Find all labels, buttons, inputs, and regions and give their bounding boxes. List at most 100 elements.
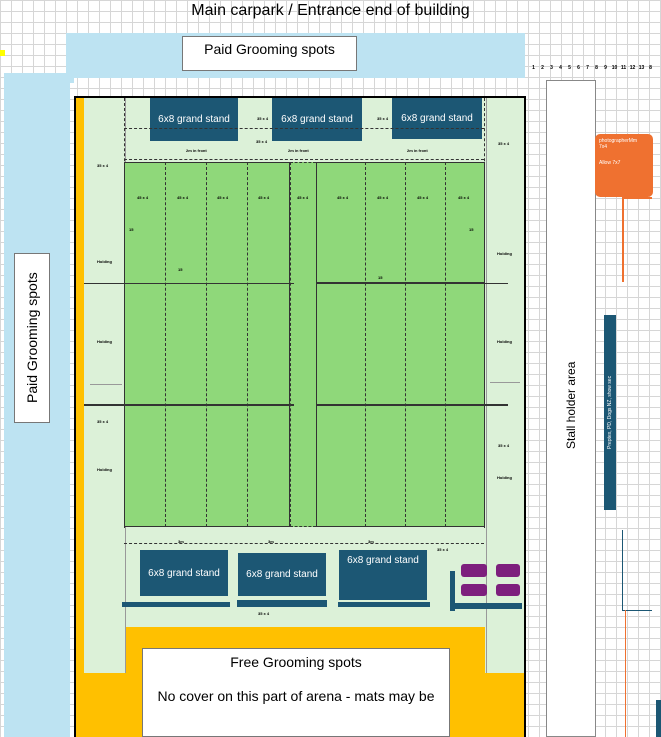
ring-size-label: 45 x 4 (137, 195, 149, 200)
photographer-label: photographerMm 7x4 (599, 138, 638, 150)
gap-label: 35 x 4 (97, 163, 109, 168)
page-title: Main carpark / Entrance end of building (191, 2, 470, 19)
dashed-line (124, 159, 484, 160)
ruler-tick: 3 (550, 65, 553, 71)
ruler-tick: 4 (559, 65, 562, 71)
gap-label: 35 x 4 (437, 547, 449, 552)
ruler-tick: 6 (577, 65, 580, 71)
ruler-tick: 5 (568, 65, 571, 71)
marker-line (622, 197, 652, 199)
ring-divider (247, 162, 248, 527)
stand-bench (338, 602, 430, 607)
ruler-tick: 8 (595, 65, 598, 71)
ruler-tick: 13 (638, 65, 645, 71)
ruler-tick: 7 (586, 65, 589, 71)
marker-line (622, 610, 652, 611)
ruler-tick: 10 (611, 65, 618, 71)
ruler-tick: 11 (620, 65, 627, 71)
grandstand-bottom-3: 6x8 grand stand (339, 550, 427, 600)
dashed-line (124, 543, 484, 544)
vendor-edge-bar (656, 700, 661, 737)
ring-divider (165, 162, 166, 527)
gap-label: 35 x 4 (258, 611, 270, 616)
ring-size-label: 45 x 4 (258, 195, 270, 200)
front-label: 2m in front (288, 148, 309, 153)
gap-label: 35 x 4 (257, 116, 269, 121)
ring-divider (365, 162, 366, 527)
front-label: 2m in front (407, 148, 428, 153)
holding-label: Holding (97, 339, 112, 344)
ruler-tick: 8 (649, 65, 652, 71)
grandstand-bottom-1: 6x8 grand stand (140, 550, 228, 596)
ring-row-line (84, 404, 294, 406)
photographer-area: photographerMm 7x4 Allow 7x7 (595, 134, 653, 197)
ring-size-label: 45 x 4 (217, 195, 229, 200)
free-grooming-bottom-right (485, 673, 524, 737)
free-grooming-note: No cover on this part of arena - mats ma… (157, 688, 435, 704)
ring-row-line (316, 404, 508, 406)
fifteen-label: 15 (378, 275, 383, 280)
ruler: 1 2 3 4 5 6 7 8 9 10 11 12 13 8 (530, 65, 661, 75)
grandstand-top-2: 6x8 grand stand (272, 98, 362, 141)
seat (461, 584, 487, 596)
fifteen-label: 15 (178, 267, 183, 272)
holding-label: Holding (497, 251, 512, 256)
ring-right-top-box (316, 162, 485, 283)
ring-divider (206, 162, 207, 527)
ring-divider (290, 162, 291, 527)
vendor-area: Preptex, PD, Dogs NZ, show sec (604, 315, 616, 510)
ring-size-label: 45 x 4 (177, 195, 189, 200)
aisle-divider (90, 384, 122, 385)
ring-size-label: 45 x 4 (417, 195, 429, 200)
ruler-tick: 9 (604, 65, 607, 71)
seat (496, 584, 520, 596)
fifteen-label: 15 (129, 227, 134, 232)
ring-row-line (84, 283, 294, 284)
grandstand-bottom-2: 6x8 grand stand (238, 553, 326, 596)
front-label: 2m in front (186, 148, 207, 153)
three-m-label: 3m (268, 539, 274, 544)
free-grooming-label-box: Free Grooming spots No cover on this par… (142, 648, 450, 737)
ring-size-label: 45 x 4 (377, 195, 389, 200)
free-grooming-title: Free Grooming spots (230, 654, 362, 670)
ring-size-label: 45 x 4 (297, 195, 309, 200)
paid-grooming-top-label: Paid Grooming spots (182, 36, 357, 71)
left-aisle (86, 98, 126, 673)
three-m-label: 3m (178, 539, 184, 544)
seat (496, 564, 520, 577)
corner-marker (0, 50, 5, 56)
holding-label: Holding (97, 467, 112, 472)
ruler-tick: 1 (532, 65, 535, 71)
paid-grooming-top-connector (4, 73, 74, 83)
ruler-tick: 2 (541, 65, 544, 71)
arena-left-strip (76, 98, 84, 737)
holding-label: Holding (497, 475, 512, 480)
free-grooming-bottom-left (84, 673, 126, 737)
gap-label: 35 x 4 (498, 141, 510, 146)
right-aisle (486, 98, 524, 673)
ring-centre-aisle (290, 162, 316, 527)
stand-bench (237, 600, 327, 607)
gap-label: 35 x 4 (498, 443, 510, 448)
ring-row-line (316, 283, 508, 284)
ring-divider (445, 162, 446, 527)
gap-label: 35 x 4 (97, 419, 109, 424)
ring-size-label: 45 x 4 (458, 195, 470, 200)
aisle-divider (490, 382, 520, 383)
ruler-tick: 12 (629, 65, 636, 71)
marker-line (622, 197, 624, 282)
seat (461, 564, 487, 577)
ring-divider (405, 162, 406, 527)
stall-holder-label: Stall holder area (564, 361, 578, 449)
seat-bar (450, 571, 455, 611)
marker-line (622, 530, 623, 610)
ring-size-label: 45 x 4 (337, 195, 349, 200)
gap-label: 35 x 4 (377, 116, 389, 121)
gap-label: 35 x 4 (256, 139, 268, 144)
marker-line (625, 610, 626, 737)
grandstand-top-1: 6x8 grand stand (150, 98, 238, 141)
ring-left (124, 162, 290, 527)
holding-label: Holding (97, 259, 112, 264)
holding-label: Holding (497, 339, 512, 344)
stand-bench (122, 602, 230, 607)
